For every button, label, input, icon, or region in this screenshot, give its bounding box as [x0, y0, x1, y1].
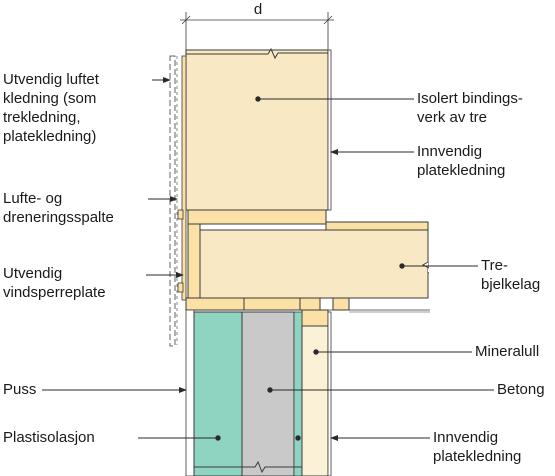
label-line: Isolert bindings-	[417, 90, 523, 107]
dimension-label: d	[254, 1, 262, 18]
mineral-wool	[301, 325, 329, 476]
sill-plate-1	[185, 297, 245, 311]
sill-plate-4	[332, 297, 350, 311]
joist-cover	[429, 228, 439, 300]
render-plaster	[185, 309, 195, 476]
label-line: vindsperreplate	[3, 284, 106, 301]
label-line: Utvendig luftet	[3, 71, 99, 88]
wind-barrier-board	[181, 55, 187, 301]
batten-2	[177, 282, 184, 293]
label-line: Tre-	[481, 257, 508, 274]
label-line: platekledning	[417, 162, 506, 179]
label-line: kledning (som	[3, 90, 97, 107]
leader-plastisolasjon-dot	[215, 435, 221, 441]
label-plastisolasjon: Plastisolasjon	[3, 428, 95, 447]
rim-joist	[187, 223, 201, 299]
label-puss: Puss	[3, 380, 36, 399]
insulated-timber-frame-wall	[185, 49, 329, 211]
dimension-tick-left	[181, 15, 191, 25]
floor-decking	[325, 221, 429, 231]
break-line-bottom	[194, 460, 302, 474]
label-mineralull: Mineralull	[475, 342, 539, 361]
label-innvendig-platekledning-top: Innvendig platekledning	[417, 142, 505, 180]
leader-plastisolasjon-dot-2	[295, 435, 301, 441]
label-line: bjelkelag	[481, 276, 541, 293]
sill-plate-3	[299, 297, 321, 311]
label-innvendig-platekledning-bottom: Innvendig platekledning	[433, 428, 521, 466]
label-line: verk av tre	[417, 109, 488, 126]
label-line: Utvendig	[3, 265, 63, 282]
leader-betong-dot	[267, 387, 273, 393]
inner-wall-board-top	[327, 49, 332, 211]
label-line: platekledning)	[3, 128, 97, 145]
leader-mineralull-dot	[313, 349, 319, 355]
leader-isolert-bindingsverk-dot	[255, 96, 261, 102]
label-line: Betong	[497, 381, 545, 398]
concrete-wall	[241, 311, 295, 476]
break-line-top	[186, 47, 328, 60]
break-line-joist	[421, 230, 435, 298]
eps-insulation	[193, 311, 243, 476]
inner-wall-board-bottom	[327, 311, 332, 476]
sole-plate	[187, 209, 327, 225]
batten-1	[177, 209, 184, 220]
label-line: Puss	[3, 381, 37, 398]
leader-tre-bjelkelag-dot	[399, 263, 405, 269]
outer-cladding	[169, 55, 176, 347]
dimension-tick-right	[323, 15, 333, 25]
ceiling-batten	[301, 309, 329, 327]
timber-joist	[199, 229, 429, 299]
label-betong: Betong	[497, 380, 545, 399]
sill-plate-2	[243, 297, 301, 311]
label-lufte-og-dreneringsspalte: Lufte- og dreneringsspalte	[3, 189, 114, 227]
label-line: Innvendig	[433, 429, 499, 446]
label-line: Lufte- og	[3, 190, 63, 207]
label-line: Innvendig	[417, 143, 483, 160]
label-isolert-bindingsverk: Isolert bindings- verk av tre	[417, 89, 523, 127]
label-line: platekledning	[433, 448, 522, 465]
label-line: Plastisolasjon	[3, 429, 95, 446]
label-tre-bjelkelag: Tre- bjelkelag	[481, 256, 540, 294]
label-utvendig-vindsperreplate: Utvendig vindsperreplate	[3, 264, 106, 302]
label-line: Mineralull	[475, 343, 540, 360]
label-utvendig-luftet-kledning: Utvendig luftet kledning (som treklednin…	[3, 70, 99, 146]
eps-inner	[293, 311, 303, 476]
label-line: trekledning,	[3, 109, 81, 126]
leader-lines	[42, 77, 494, 441]
label-line: dreneringsspalte	[3, 209, 114, 226]
